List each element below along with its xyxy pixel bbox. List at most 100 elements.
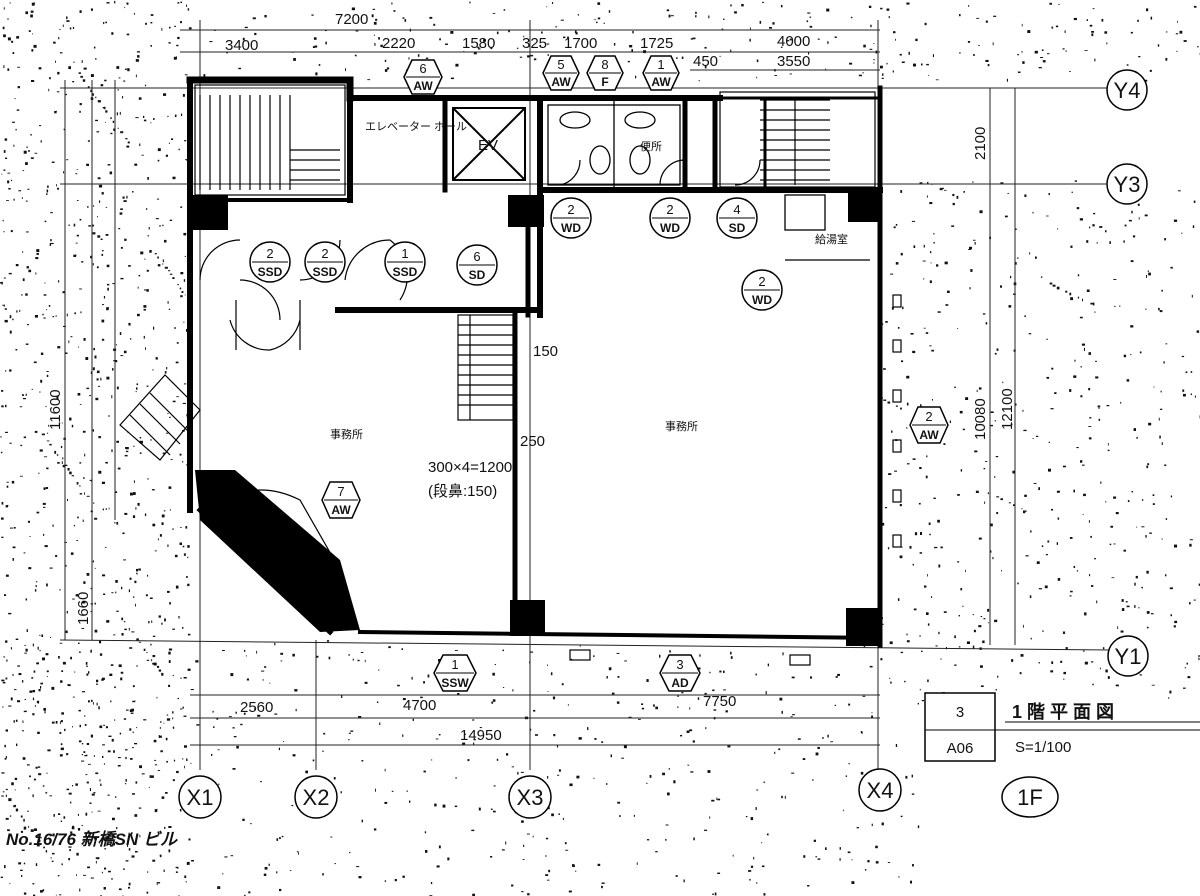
speckle xyxy=(124,783,127,785)
speckle xyxy=(262,679,264,681)
speckle xyxy=(96,370,100,374)
speckle xyxy=(493,810,496,813)
speckle xyxy=(43,294,47,296)
speckle xyxy=(1152,494,1155,496)
window-tag-num: 1 xyxy=(451,657,458,672)
speckle xyxy=(8,272,12,275)
speckle xyxy=(16,310,18,313)
room-office-left: 事務所 xyxy=(330,427,363,441)
speckle xyxy=(90,611,92,613)
speckle xyxy=(126,450,129,453)
speckle xyxy=(156,882,158,886)
speckle xyxy=(136,638,139,641)
speckle xyxy=(161,514,165,518)
speckle xyxy=(94,567,96,569)
speckle xyxy=(1193,599,1196,601)
speckle xyxy=(146,385,149,387)
floor-bubble: 1F xyxy=(1001,776,1059,818)
speckle xyxy=(0,451,3,454)
speckle xyxy=(27,520,30,523)
speckle xyxy=(358,876,362,879)
speckle xyxy=(492,672,495,676)
door-tag-code: SD xyxy=(729,221,746,235)
speckle xyxy=(923,244,925,248)
speckle xyxy=(900,190,903,193)
speckle xyxy=(871,715,873,718)
speckle xyxy=(954,386,956,389)
speckle xyxy=(371,14,374,18)
speckle xyxy=(1114,305,1116,307)
speckle xyxy=(927,574,928,577)
speckle xyxy=(850,16,853,19)
speckle xyxy=(692,740,695,743)
speckle xyxy=(57,71,60,75)
speckle xyxy=(730,49,732,53)
speckle xyxy=(902,306,904,310)
speckle xyxy=(4,865,6,869)
speckle xyxy=(716,797,718,801)
speckle xyxy=(1101,18,1104,22)
speckle xyxy=(26,146,28,149)
speckle xyxy=(960,588,963,591)
speckle xyxy=(704,692,707,695)
speckle xyxy=(30,134,32,136)
speckle xyxy=(1,772,5,774)
speckle xyxy=(1131,491,1134,493)
speckle xyxy=(391,790,394,792)
speckle xyxy=(887,862,891,863)
speckle xyxy=(16,109,20,111)
speckle xyxy=(245,655,247,657)
speckle xyxy=(150,14,154,16)
speckle xyxy=(18,190,22,192)
speckle xyxy=(104,546,107,548)
speckle xyxy=(97,810,101,812)
window-tag-code: AW xyxy=(551,75,571,89)
speckle xyxy=(157,159,160,162)
speckle xyxy=(186,413,188,417)
speckle xyxy=(1069,292,1072,296)
speckle xyxy=(168,849,171,853)
speckle xyxy=(107,287,109,291)
speckle xyxy=(184,765,185,769)
speckle xyxy=(976,423,977,427)
speckle xyxy=(186,4,187,7)
speckle xyxy=(547,776,549,779)
speckle xyxy=(135,391,137,393)
speckle xyxy=(138,97,142,100)
speckle xyxy=(126,195,128,199)
door-tag-code: SSD xyxy=(393,265,418,279)
speckle xyxy=(889,641,893,645)
speckle xyxy=(36,843,40,847)
speckle xyxy=(1015,262,1017,265)
speckle xyxy=(436,865,440,868)
speckle xyxy=(179,542,182,545)
speckle xyxy=(987,64,990,67)
speckle xyxy=(35,766,38,769)
speckle xyxy=(812,779,814,781)
speckle xyxy=(1136,526,1138,528)
speckle xyxy=(973,629,976,633)
speckle xyxy=(17,700,21,703)
speckle xyxy=(358,716,362,718)
speckle xyxy=(5,431,8,433)
speckle xyxy=(15,349,18,351)
speckle xyxy=(49,841,51,843)
speckle xyxy=(143,648,146,651)
speckle xyxy=(62,661,66,665)
speckle xyxy=(976,17,980,19)
speckle xyxy=(174,25,176,27)
speckle xyxy=(3,169,6,171)
speckle xyxy=(45,487,49,489)
speckle xyxy=(42,313,44,316)
speckle xyxy=(15,719,18,722)
speckle xyxy=(683,879,685,883)
speckle xyxy=(174,554,178,558)
speckle xyxy=(781,710,783,714)
speckle xyxy=(178,616,180,619)
dim-top-2220: 2220 xyxy=(382,35,415,52)
speckle xyxy=(925,475,928,479)
speckle xyxy=(185,159,187,160)
grid-bubble-x3: X3 xyxy=(508,775,552,819)
speckle xyxy=(78,709,81,712)
speckle xyxy=(809,16,812,18)
